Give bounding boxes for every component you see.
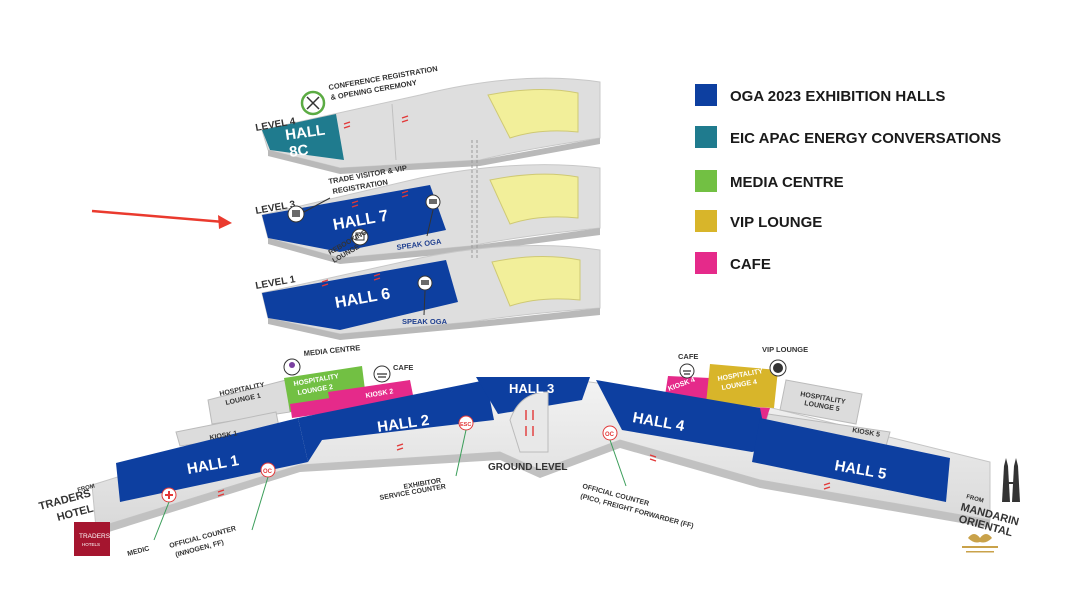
- cafe-icon-left: [373, 365, 391, 383]
- hall-5-area[interactable]: [752, 418, 950, 502]
- speak-oga-label-level-1: SPEAK OGA: [402, 317, 448, 326]
- conference-icon: [300, 90, 326, 116]
- cafe-icon-right: [679, 363, 695, 379]
- esc-badge-text: ESC: [460, 422, 471, 428]
- hall-8c-label-1: HALL: [284, 122, 326, 144]
- from-right-label: FROM: [965, 494, 984, 504]
- level-1-floor: [261, 245, 601, 340]
- hall-8c-area[interactable]: [262, 114, 344, 160]
- svg-text:TRADERS: TRADERS: [79, 533, 111, 540]
- legend-label-exhibition-halls: OGA 2023 EXHIBITION HALLS: [730, 88, 945, 105]
- escalator-icon-ground: [217, 410, 831, 497]
- kiosk-1-label: KIOSK 1: [209, 430, 238, 442]
- from-left-label: FROM: [77, 484, 96, 494]
- red-arrow-icon: [91, 209, 232, 229]
- kiosk-2-label: KIOSK 2: [365, 388, 394, 400]
- speak-oga-icon-level-1: [417, 275, 433, 291]
- media-centre-icon: [283, 358, 301, 376]
- legend-label-vip-lounge: VIP LOUNGE: [730, 214, 822, 231]
- mandarin-oriental-logo: [962, 534, 998, 553]
- official-counter-badge-left: OC: [260, 462, 276, 478]
- legend-label-energy-conversations: EIC APAC ENERGY CONVERSATIONS: [730, 130, 1001, 147]
- escalator-icon: [321, 115, 478, 287]
- hall-8c-label-2: 8C: [288, 141, 310, 161]
- hall-2-area[interactable]: [298, 380, 494, 462]
- registration-icon: [287, 205, 305, 223]
- oc-badge-text: OC: [263, 469, 273, 475]
- legend-swatch-energy-conversations: [695, 126, 717, 148]
- hospitality-lounge-4-area[interactable]: [706, 364, 778, 408]
- legend-swatch-cafe: [695, 252, 717, 274]
- atrium: [509, 391, 549, 453]
- legend-swatch-exhibition-halls: [695, 84, 717, 106]
- cafe-right-label: CAFE: [678, 352, 698, 361]
- legend-label-media-centre: MEDIA CENTRE: [730, 174, 844, 191]
- svg-text:HOTELS: HOTELS: [82, 542, 100, 547]
- medic-icon: [161, 487, 177, 503]
- level-3-floor: [261, 164, 601, 264]
- exhibitor-service-badge: ESC: [458, 415, 474, 431]
- hall-4-area[interactable]: [596, 380, 768, 452]
- vip-lounge-label: VIP LOUNGE: [762, 345, 808, 354]
- official-counter-badge-right: OC: [602, 425, 618, 441]
- ground-level-label: GROUND LEVEL: [488, 462, 567, 473]
- traders-hotels-logo: TRADERS HOTELS: [74, 522, 111, 556]
- legend-swatch-media-centre: [695, 170, 717, 192]
- hall-7-area[interactable]: [262, 185, 446, 252]
- level-4-floor: [261, 77, 601, 174]
- kiosk-2-area[interactable]: [328, 380, 414, 414]
- speak-oga-icon-level-3: [425, 194, 441, 210]
- twin-towers-icon: [1002, 458, 1020, 502]
- hospitality-lounge-5-area[interactable]: [779, 379, 863, 425]
- hall-6-area[interactable]: [262, 260, 458, 330]
- vip-icon: [769, 359, 787, 377]
- hall-3-label: HALL 3: [509, 381, 554, 396]
- legend-swatch-vip-lounge: [695, 210, 717, 232]
- media-centre-label: MEDIA CENTRE: [303, 343, 360, 358]
- rebooking-lounge-icon: [351, 228, 369, 246]
- hall-1-area[interactable]: [116, 418, 308, 502]
- legend: OGA 2023 EXHIBITION HALLS EIC APAC ENERG…: [695, 84, 1001, 274]
- oc-right-badge-text: OC: [605, 432, 615, 438]
- legend-label-cafe: CAFE: [730, 256, 771, 273]
- kiosk-5-label: KIOSK 5: [852, 427, 881, 439]
- medic-label: MEDIC: [127, 545, 151, 558]
- cafe-left-label: CAFE: [393, 363, 413, 372]
